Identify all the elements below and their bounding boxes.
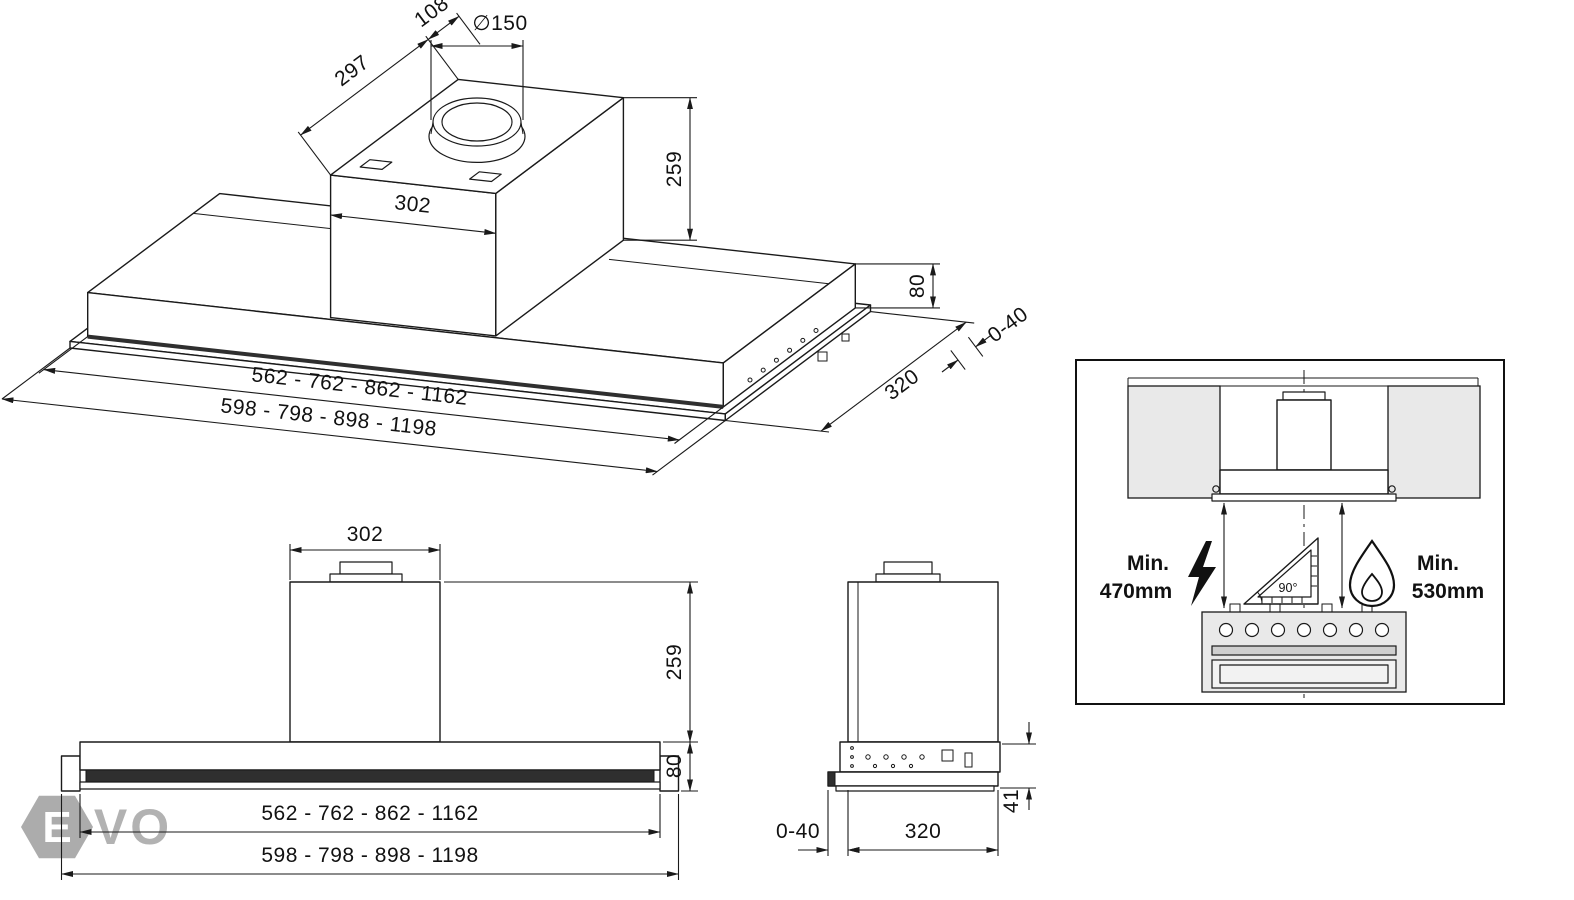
cabinet-right: [1387, 385, 1481, 499]
front-chimney: [289, 581, 441, 743]
front-dim-chimney-height: 259: [663, 644, 686, 681]
evo-watermark: E VO: [21, 795, 172, 859]
front-glass-strip: [85, 769, 655, 783]
side-hood: [827, 561, 1001, 792]
oven-door: [1211, 659, 1397, 689]
iso-dim-body-depth: 320: [881, 365, 924, 405]
iso-dim-top-offset: 108: [410, 0, 453, 32]
lightning-icon: [1188, 541, 1216, 606]
isometric-view: ∅150 297 108 302 259 80: [1, 0, 1033, 476]
install-hood-cap: [1282, 391, 1326, 401]
iso-dim-chimney-height: 259: [663, 151, 686, 188]
electric-min-line1: Min.: [1127, 552, 1169, 575]
cooker: [1201, 603, 1407, 693]
iso-dim-body-height: 80: [906, 274, 929, 298]
side-chimney: [847, 581, 999, 743]
iso-dim-chimney-width: 302: [393, 191, 432, 218]
iso-dim-diameter: ∅150: [472, 12, 527, 35]
front-body: [79, 741, 661, 771]
iso-dim-visor-travel: 0-40: [984, 302, 1033, 347]
side-dimensions: 0-40 320 41: [776, 722, 1036, 856]
side-view: 0-40 320 41: [776, 561, 1036, 856]
angle-label: 90°: [1279, 581, 1298, 595]
front-hood: [60, 561, 680, 792]
side-dim-lower-height: 41: [1000, 789, 1023, 813]
iso-mounting-tab: [359, 159, 393, 170]
side-duct-collar: [883, 561, 933, 575]
oven-door-glass: [1219, 664, 1389, 684]
install-hood-body: [1219, 469, 1389, 495]
side-fasteners: [850, 746, 973, 769]
front-dim-chimney-width: 302: [347, 523, 384, 546]
cabinet-left: [1127, 385, 1221, 499]
electric-min-line2: 470mm: [1100, 580, 1172, 603]
cabinet-hinge-left: [1212, 485, 1220, 493]
iso-mounting-tab: [469, 171, 502, 183]
watermark-badge-letter: E: [42, 803, 71, 852]
side-dim-visor-travel: 0-40: [776, 820, 820, 843]
front-view: 302 259 80 562 - 762 - 862 - 1162 598 - …: [60, 523, 698, 880]
gas-clearance: Min. 530mm: [1348, 539, 1484, 608]
cooker-knobs: [1218, 622, 1390, 638]
iso-top-seam-right: [608, 258, 829, 285]
front-bottom-lip: [79, 781, 661, 790]
side-dim-depth: 320: [905, 820, 942, 843]
iso-hood-body: [69, 78, 872, 422]
flame-icon: [1348, 539, 1396, 608]
front-end-cap-left: [60, 755, 81, 792]
oven-handle: [1211, 645, 1397, 656]
watermark-hexagon: [21, 795, 93, 859]
front-dim-widths-inner: 562 - 762 - 862 - 1162: [261, 802, 478, 825]
electric-clearance: Min. 470mm: [1100, 541, 1216, 606]
cabinet-hinge-right: [1388, 485, 1396, 493]
watermark-text: VO: [94, 799, 172, 855]
installation-panel: 90° Min. 470mm: [1075, 359, 1505, 705]
side-visor: [827, 771, 999, 787]
side-bottom-lip: [835, 785, 995, 792]
side-glass-edge: [827, 771, 836, 787]
side-duct-flange: [875, 573, 941, 583]
front-duct-flange: [329, 573, 403, 583]
front-end-cap-right: [659, 755, 680, 792]
install-hood-chimney: [1276, 399, 1332, 471]
iso-duct-collar: [428, 97, 526, 163]
front-dim-widths-outer: 598 - 798 - 898 - 1198: [261, 844, 478, 867]
set-square: 90°: [1243, 537, 1319, 605]
gas-min-line2: 530mm: [1412, 580, 1484, 603]
install-hood-lip: [1211, 493, 1397, 502]
front-dimensions: 302 259 80 562 - 762 - 862 - 1162 598 - …: [60, 523, 698, 880]
gas-min-line1: Min.: [1417, 552, 1459, 575]
front-duct-collar: [339, 561, 393, 575]
front-dim-body-height: 80: [663, 754, 686, 778]
